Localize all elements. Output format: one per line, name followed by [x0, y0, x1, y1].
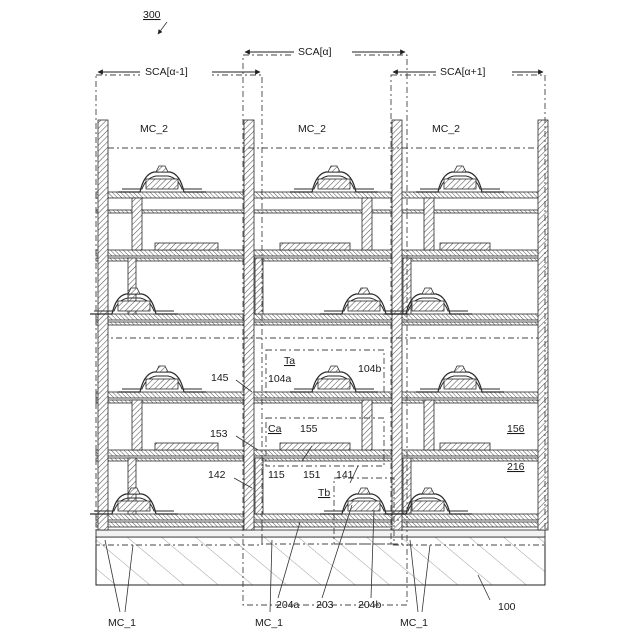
gate-electrode-10 [348, 501, 380, 511]
mc2-center-label: MC_2 [298, 123, 326, 135]
gate-contact-5 [422, 288, 434, 294]
main-plug-3 [538, 120, 548, 530]
label-156: 156 [507, 423, 525, 435]
mc2-right-label: MC_2 [432, 123, 460, 135]
gate-electrode-7 [318, 379, 350, 389]
layer-6 [96, 392, 545, 398]
gate-contact-4 [358, 288, 370, 294]
lower-plug-0 [132, 400, 142, 450]
label-141: 141 [336, 469, 354, 481]
transistor-1 [290, 166, 378, 192]
label-142: 142 [208, 469, 226, 481]
gate-contact-1 [328, 166, 340, 172]
label-115: 115 [268, 469, 285, 481]
label-216: 216 [507, 461, 525, 473]
label-Ta: Ta [284, 355, 295, 367]
label-100: 100 [498, 601, 516, 613]
layer-3 [96, 258, 545, 261]
cap-plate-top-0 [155, 243, 218, 250]
cap-plate-bottom-2 [440, 443, 490, 450]
gate-electrode-11 [412, 501, 444, 511]
label-153: 153 [210, 428, 228, 440]
label-Tb: Tb [318, 487, 330, 499]
cap-plate-top-2 [440, 243, 490, 250]
layer-1 [96, 210, 545, 213]
layer-9 [96, 458, 545, 461]
main-plug-0 [98, 120, 108, 530]
transistor-8 [416, 366, 504, 392]
gate-electrode-0 [146, 179, 178, 189]
label-203: 203 [316, 599, 334, 611]
label-204b: 204b [358, 599, 382, 611]
label-104a: 104a [268, 373, 292, 385]
transistor-6 [118, 366, 206, 392]
gate-contact-7 [328, 366, 340, 372]
label-151: 151 [303, 469, 321, 481]
layer-10 [96, 514, 545, 520]
gate-electrode-2 [444, 179, 476, 189]
main-plug-1 [244, 120, 254, 530]
sca-right-label: SCA[α+1] [440, 66, 486, 78]
label-155: 155 [300, 423, 318, 435]
sca-left-label: SCA[α-1] [145, 66, 188, 78]
upper-plug-0 [132, 198, 142, 250]
mc2-left-label: MC_2 [140, 123, 168, 135]
main-plug-2 [392, 120, 402, 530]
label-145: 145 [211, 372, 229, 384]
lower-plug-2 [424, 400, 434, 450]
cap-plate-bottom-1 [280, 443, 350, 450]
gate-contact-8 [454, 366, 466, 372]
gate-electrode-6 [146, 379, 178, 389]
gate-electrode-5 [412, 301, 444, 311]
layer-0 [96, 192, 545, 198]
gate-contact-6 [156, 366, 168, 372]
layer-11 [96, 522, 545, 527]
upper-plug-2 [424, 198, 434, 250]
cap-plate-bottom-0 [155, 443, 218, 450]
transistor-0 [118, 166, 206, 192]
layer-5 [96, 322, 545, 325]
gate-contact-10 [358, 488, 370, 494]
lower-plug-1 [362, 400, 372, 450]
transistor-2 [416, 166, 504, 192]
cap-plate-top-1 [280, 243, 350, 250]
gate-contact-2 [454, 166, 466, 172]
gate-electrode-8 [444, 379, 476, 389]
layer-8 [96, 450, 545, 456]
base-layer [96, 530, 545, 537]
gate-electrode-4 [348, 301, 380, 311]
figure-ref-label: 300 [143, 9, 161, 21]
layer-7 [96, 400, 545, 403]
label-104b: 104b [358, 363, 382, 375]
gate-electrode-3 [118, 301, 150, 311]
mc1-left-label: MC_1 [108, 617, 136, 629]
gate-contact-11 [422, 488, 434, 494]
gate-electrode-9 [118, 501, 150, 511]
layer-4 [96, 314, 545, 320]
transistor-stacks [90, 166, 504, 514]
layer-2 [96, 250, 545, 256]
substrate-100 [96, 537, 545, 585]
mc1-right-label: MC_1 [400, 617, 428, 629]
label-204a: 204a [276, 599, 300, 611]
sca-center-label: SCA[α] [298, 46, 332, 58]
label-Ca: Ca [268, 423, 282, 435]
gate-contact-0 [156, 166, 168, 172]
gate-electrode-1 [318, 179, 350, 189]
mc1-center-label: MC_1 [255, 617, 283, 629]
upper-plug-1 [362, 198, 372, 250]
